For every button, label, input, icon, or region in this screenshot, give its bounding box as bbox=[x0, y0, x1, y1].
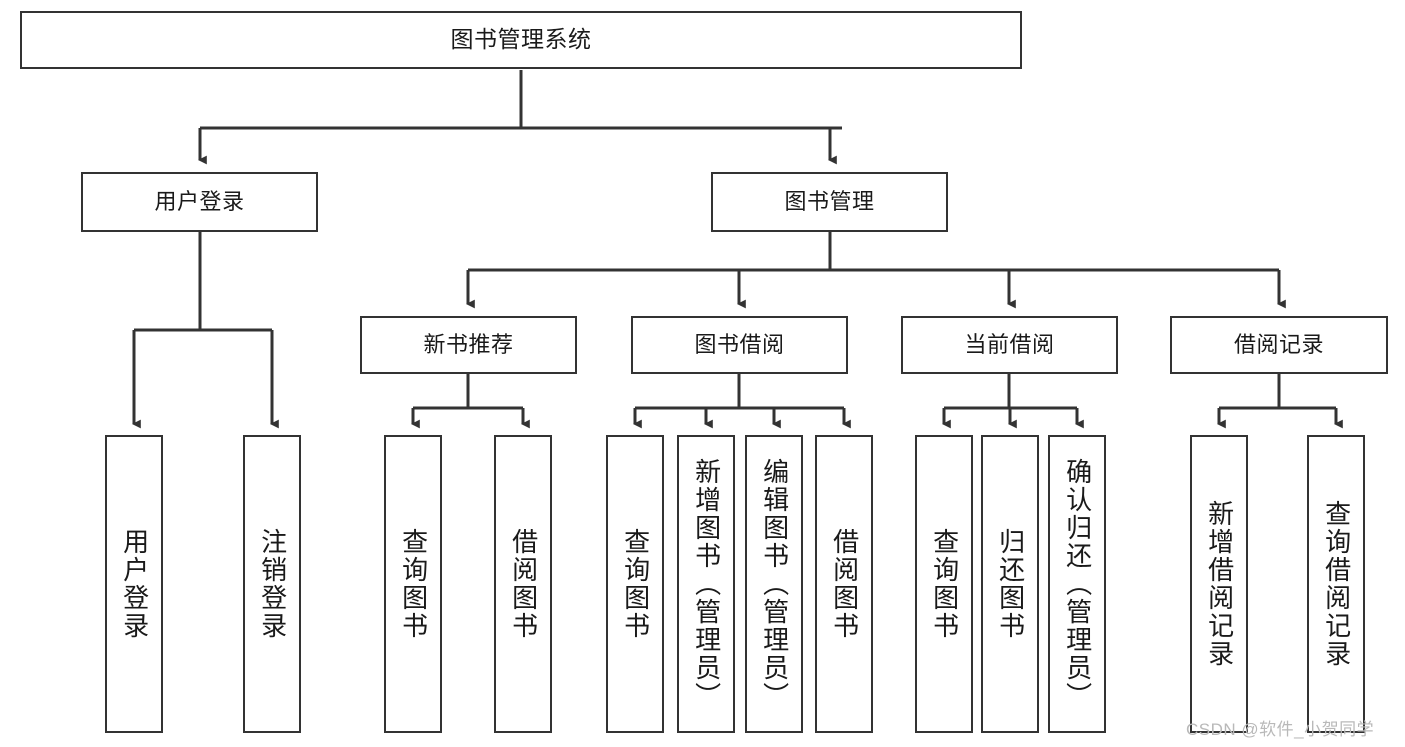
node-leaf-return-book-label: 归还图书 bbox=[995, 528, 1026, 640]
node-leaf-logout-label: 注销登录 bbox=[257, 528, 288, 640]
node-leaf-borrow-book-2[interactable]: 借阅图书 bbox=[815, 435, 873, 733]
node-new-book-recommendation-label: 新书推荐 bbox=[423, 332, 514, 358]
node-book-mgmt-label: 图书管理 bbox=[784, 189, 875, 215]
node-leaf-query-record-label: 查询借阅记录 bbox=[1321, 500, 1352, 668]
node-leaf-query-book-2[interactable]: 查询图书 bbox=[606, 435, 664, 733]
node-leaf-user-login-label: 用户登录 bbox=[119, 528, 150, 640]
node-root[interactable]: 图书管理系统 bbox=[20, 11, 1022, 69]
node-leaf-borrow-book-1[interactable]: 借阅图书 bbox=[494, 435, 552, 733]
node-user-login-label: 用户登录 bbox=[154, 189, 245, 215]
node-leaf-add-book-label: 新增图书（管理员） bbox=[691, 458, 722, 710]
node-current-borrow[interactable]: 当前借阅 bbox=[901, 316, 1118, 374]
node-current-borrow-label: 当前借阅 bbox=[964, 332, 1055, 358]
node-leaf-borrow-book-2-label: 借阅图书 bbox=[829, 528, 860, 640]
node-leaf-borrow-book-1-label: 借阅图书 bbox=[508, 528, 539, 640]
node-leaf-confirm-return[interactable]: 确认归还（管理员） bbox=[1048, 435, 1106, 733]
node-leaf-query-book-1[interactable]: 查询图书 bbox=[384, 435, 442, 733]
node-book-borrow-label: 图书借阅 bbox=[694, 332, 785, 358]
node-new-book-recommendation[interactable]: 新书推荐 bbox=[360, 316, 577, 374]
node-leaf-query-book-3-label: 查询图书 bbox=[929, 528, 960, 640]
node-leaf-user-login[interactable]: 用户登录 bbox=[105, 435, 163, 733]
node-borrow-record-label: 借阅记录 bbox=[1233, 332, 1324, 358]
node-book-mgmt[interactable]: 图书管理 bbox=[711, 172, 948, 232]
node-leaf-add-record-label: 新增借阅记录 bbox=[1204, 500, 1235, 668]
node-leaf-edit-book-label: 编辑图书（管理员） bbox=[759, 458, 790, 710]
node-leaf-query-record[interactable]: 查询借阅记录 bbox=[1307, 435, 1365, 733]
node-borrow-record[interactable]: 借阅记录 bbox=[1170, 316, 1388, 374]
watermark-text: CSDN @软件_小贺同学 bbox=[1186, 720, 1375, 739]
node-leaf-query-book-3[interactable]: 查询图书 bbox=[915, 435, 973, 733]
node-leaf-query-book-2-label: 查询图书 bbox=[620, 528, 651, 640]
node-leaf-edit-book[interactable]: 编辑图书（管理员） bbox=[745, 435, 803, 733]
node-book-borrow[interactable]: 图书借阅 bbox=[631, 316, 848, 374]
node-leaf-logout[interactable]: 注销登录 bbox=[243, 435, 301, 733]
node-root-label: 图书管理系统 bbox=[450, 26, 592, 53]
node-leaf-add-book[interactable]: 新增图书（管理员） bbox=[677, 435, 735, 733]
node-leaf-query-book-1-label: 查询图书 bbox=[398, 528, 429, 640]
node-leaf-confirm-return-label: 确认归还（管理员） bbox=[1062, 458, 1093, 710]
node-leaf-add-record[interactable]: 新增借阅记录 bbox=[1190, 435, 1248, 733]
node-leaf-return-book[interactable]: 归还图书 bbox=[981, 435, 1039, 733]
node-user-login[interactable]: 用户登录 bbox=[81, 172, 318, 232]
